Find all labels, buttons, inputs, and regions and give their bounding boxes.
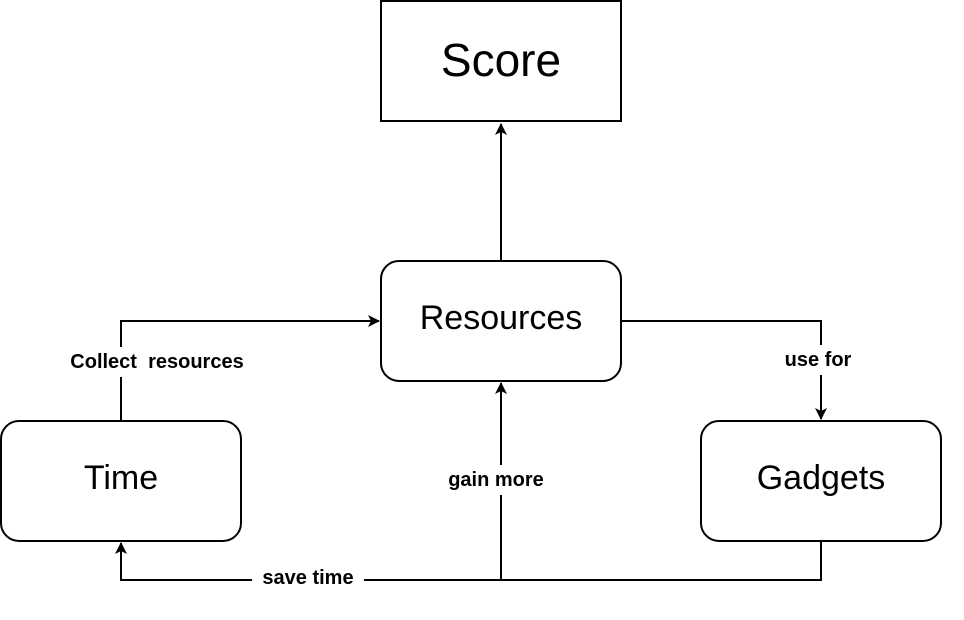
edge-label-gain-more: gain more [438, 465, 554, 495]
node-time-label: Time [84, 459, 158, 497]
node-gadgets-label: Gadgets [757, 459, 886, 497]
edge-label-save-time-text: save time [262, 567, 353, 589]
edge-label-use-for-text: use for [785, 349, 852, 371]
edge-gadgets-to-bus [115, 541, 822, 581]
edge-resources-to-gadgets [621, 320, 827, 420]
edge-label-gain-more-text: gain more [448, 469, 544, 491]
node-time: Time [0, 420, 242, 542]
node-gadgets: Gadgets [700, 420, 942, 542]
edge-label-collect-resources-text: Collect resources [70, 351, 243, 373]
node-resources: Resources [380, 260, 622, 382]
edge-time-to-resources [120, 315, 380, 421]
node-score: Score [380, 0, 622, 122]
edge-label-save-time: save time [252, 563, 364, 593]
edge-label-collect-resources: Collect resources [52, 347, 262, 377]
edge-label-use-for: use for [776, 345, 860, 375]
node-resources-label: Resources [420, 299, 583, 337]
node-score-label: Score [441, 34, 561, 86]
